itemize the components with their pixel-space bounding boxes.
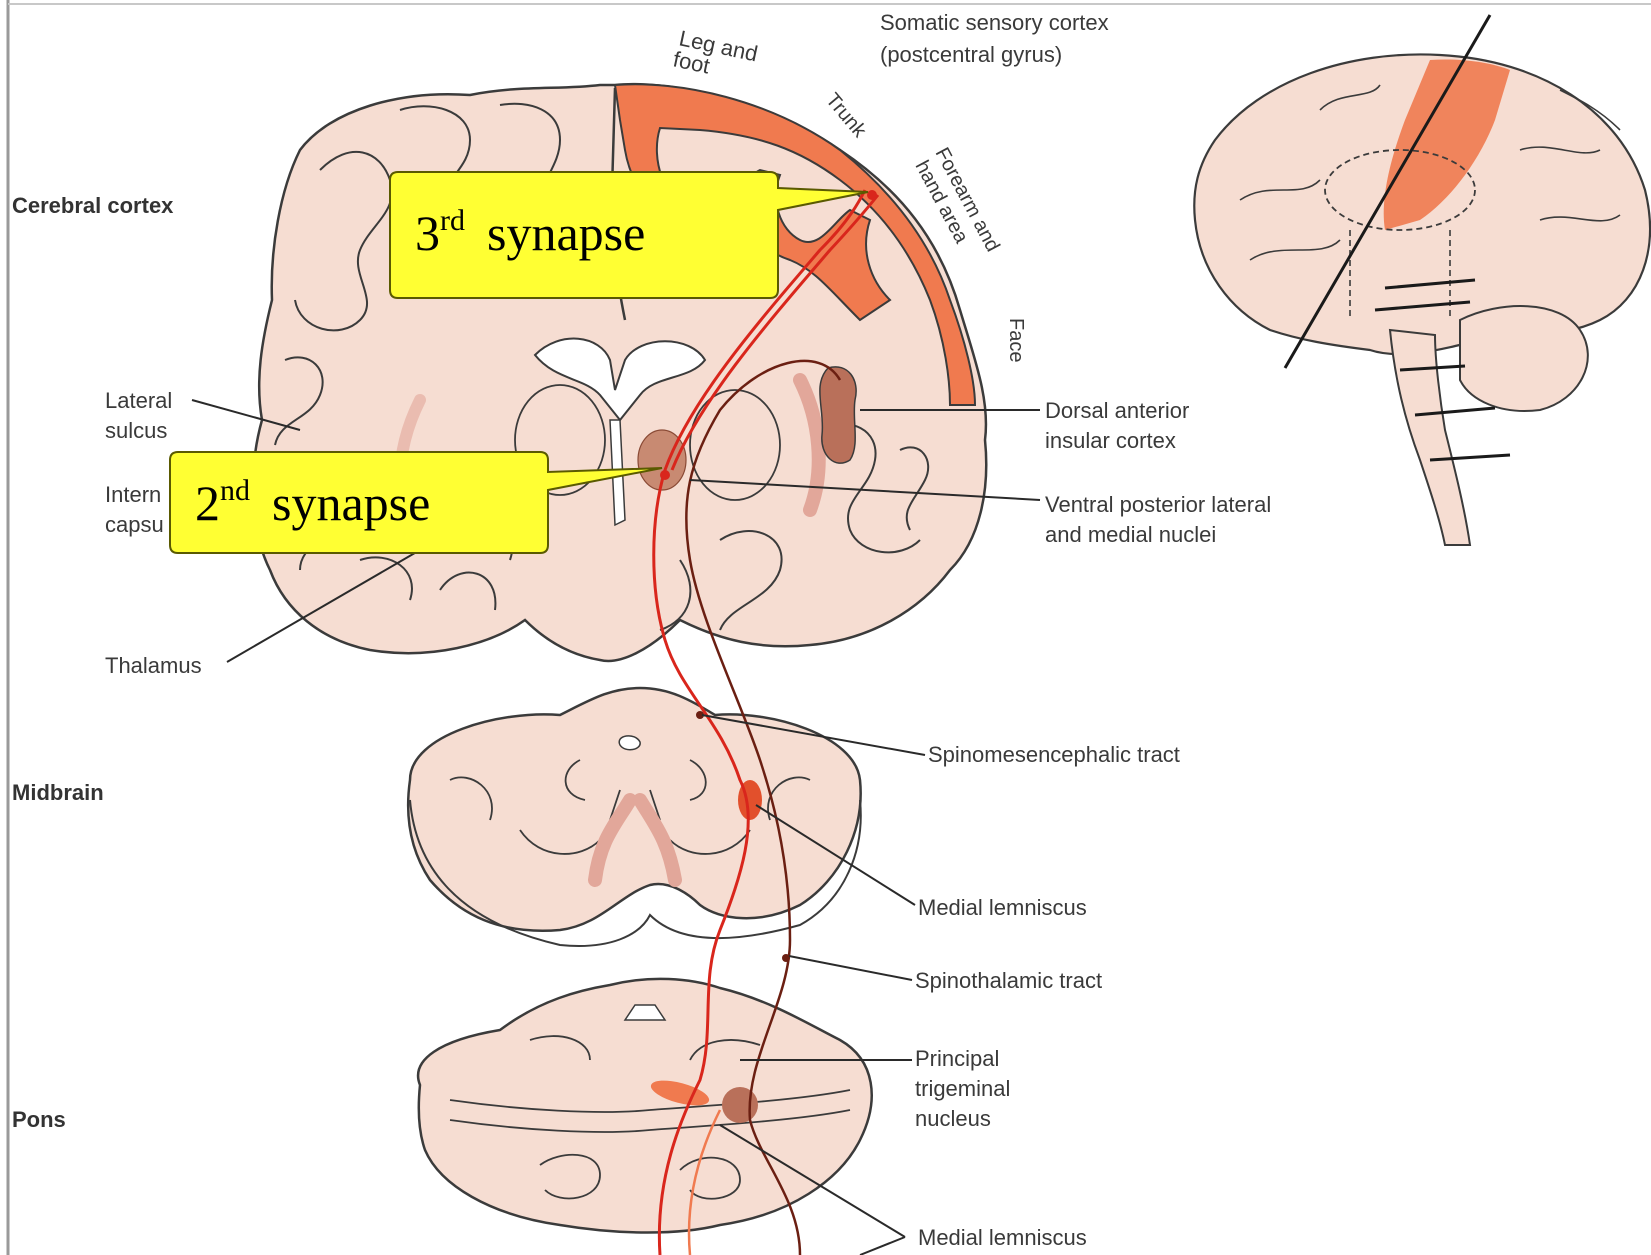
label-thalamus: Thalamus bbox=[105, 653, 202, 678]
cerebrum-outline bbox=[253, 84, 986, 661]
coronal-brain-section bbox=[253, 84, 986, 661]
region-label-pons: Pons bbox=[12, 1107, 66, 1132]
label-medial-lemniscus-1: Medial lemniscus bbox=[918, 895, 1087, 920]
label-dorsal-anterior-2: insular cortex bbox=[1045, 428, 1176, 453]
second-synapse-marker bbox=[660, 470, 670, 480]
region-label-midbrain: Midbrain bbox=[12, 780, 104, 805]
label-face: Face bbox=[1005, 318, 1027, 362]
cerebral-aqueduct bbox=[619, 736, 640, 750]
leader-medial-lemniscus-2b bbox=[860, 1237, 905, 1255]
label-lateral: Lateral bbox=[105, 388, 172, 413]
dorsal-anterior-insular-cortex bbox=[820, 367, 856, 463]
callout-second-suffix: nd bbox=[220, 474, 250, 507]
callout-third-word: synapse bbox=[487, 205, 645, 261]
label-vpl-1: Ventral posterior lateral bbox=[1045, 492, 1271, 517]
callout-second-word: synapse bbox=[272, 475, 430, 531]
callout-third-ordinal: 3 bbox=[415, 205, 440, 261]
label-principal-1: Principal bbox=[915, 1046, 999, 1071]
inset-brainstem bbox=[1390, 330, 1470, 545]
label-internal-capsule-2: capsu bbox=[105, 512, 164, 537]
label-spinomesencephalic: Spinomesencephalic tract bbox=[928, 742, 1180, 767]
label-spinothalamic: Spinothalamic tract bbox=[915, 968, 1102, 993]
third-synapse-marker bbox=[867, 190, 877, 200]
pons-spinothalamic-spot bbox=[722, 1087, 758, 1123]
label-trunk: Trunk bbox=[821, 89, 871, 143]
label-somatic-sensory-2: (postcentral gyrus) bbox=[880, 42, 1062, 67]
leader-spinothalamic bbox=[789, 956, 912, 980]
pons-section bbox=[418, 979, 872, 1233]
label-principal-2: trigeminal bbox=[915, 1076, 1010, 1101]
lateral-brain-inset bbox=[1194, 15, 1650, 545]
midbrain-outline bbox=[408, 688, 860, 931]
label-somatic-sensory-1: Somatic sensory cortex bbox=[880, 10, 1109, 35]
callout-third-suffix: rd bbox=[440, 204, 465, 237]
midbrain-section bbox=[408, 688, 861, 946]
region-label-cerebral-cortex: Cerebral cortex bbox=[12, 193, 174, 218]
label-principal-3: nucleus bbox=[915, 1106, 991, 1131]
label-dorsal-anterior-1: Dorsal anterior bbox=[1045, 398, 1189, 423]
label-medial-lemniscus-2: Medial lemniscus bbox=[918, 1225, 1087, 1250]
spinothalamic-marker bbox=[782, 954, 790, 962]
label-vpl-2: and medial nuclei bbox=[1045, 522, 1216, 547]
inset-cerebellum bbox=[1460, 306, 1588, 411]
callout-second-ordinal: 2 bbox=[195, 475, 220, 531]
label-internal-capsule-1: Intern bbox=[105, 482, 161, 507]
label-sulcus: sulcus bbox=[105, 418, 167, 443]
